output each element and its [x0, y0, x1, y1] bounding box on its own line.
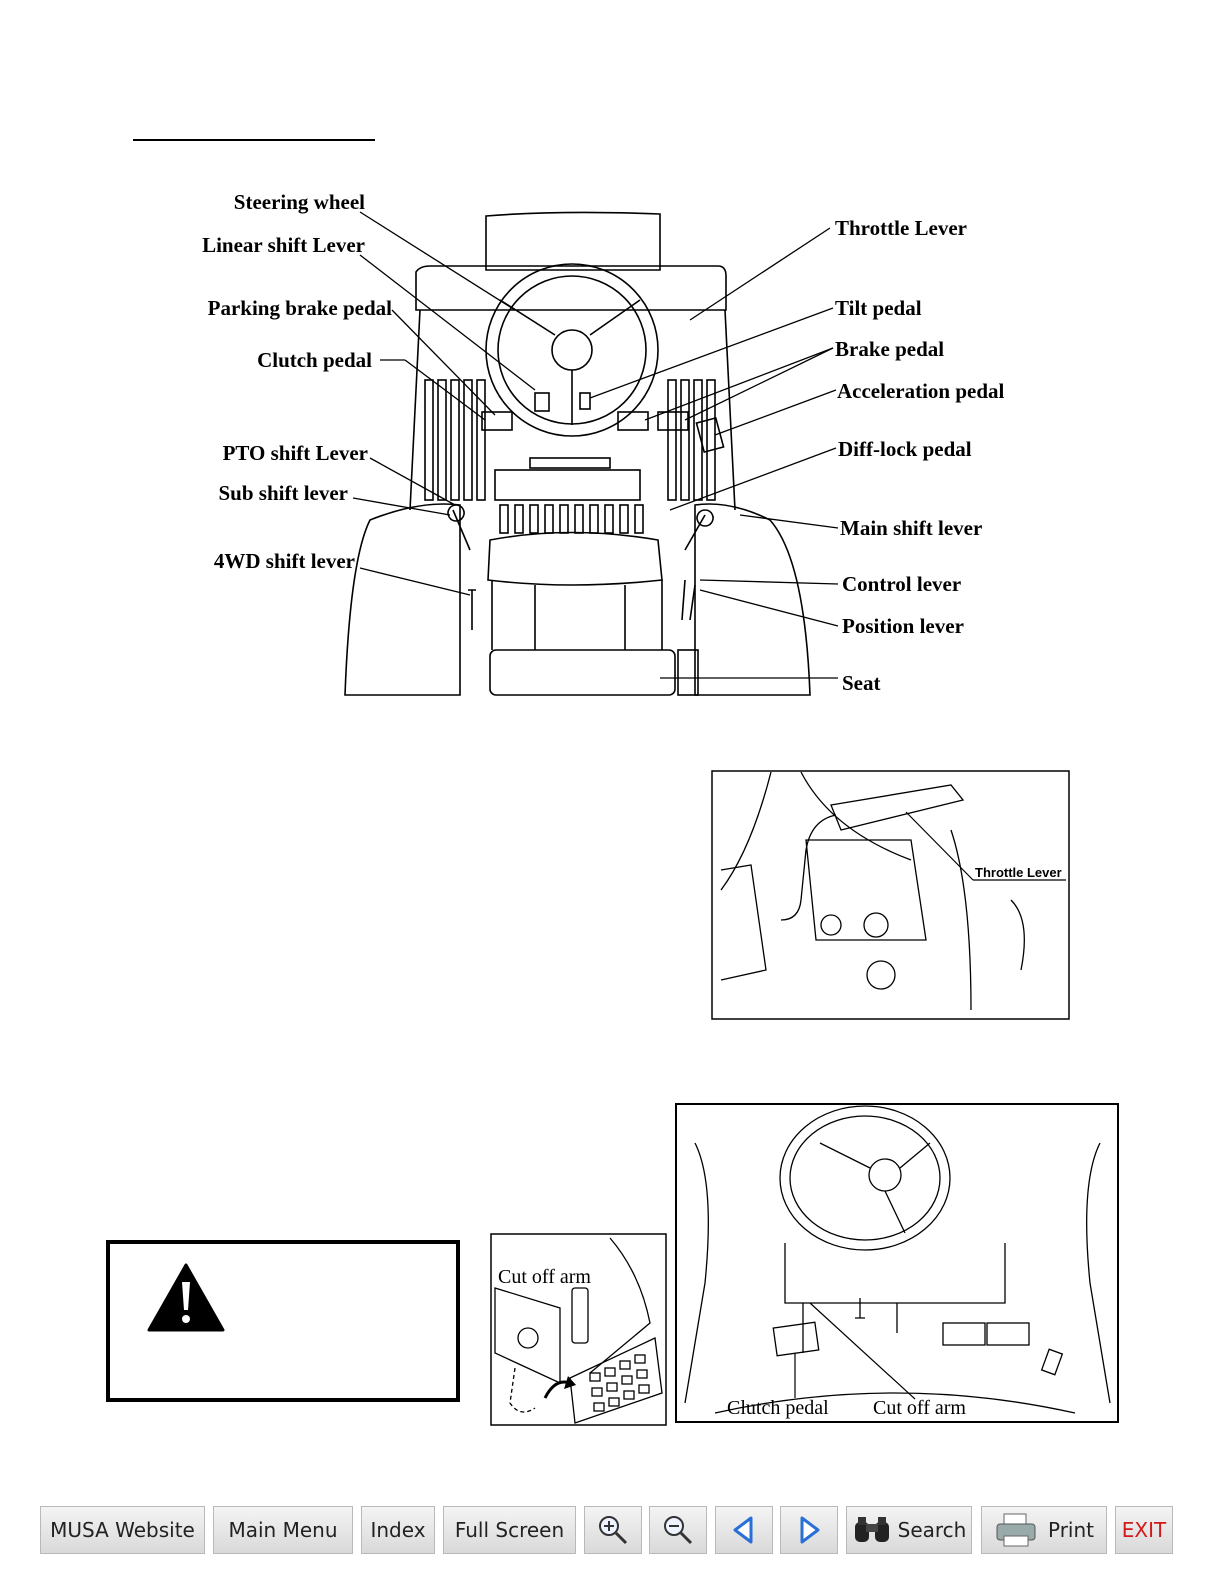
next-page-icon — [800, 1516, 820, 1544]
full-screen-button[interactable]: Full Screen — [443, 1506, 576, 1554]
right-fender — [694, 503, 811, 696]
zoom-out-icon — [664, 1516, 693, 1545]
label-4wd-shift-lever: 4WD shift lever — [214, 549, 355, 573]
seat-cushion — [489, 649, 676, 696]
warning-triangle-icon — [147, 1263, 225, 1332]
main-menu-button[interactable]: Main Menu — [213, 1506, 353, 1554]
warning-box — [106, 1240, 460, 1402]
dashboard-panel — [415, 265, 727, 311]
next-page-button[interactable] — [780, 1506, 838, 1554]
cutoff-detail-label: Cut off arm — [498, 1266, 591, 1288]
label-acceleration-pedal: Acceleration pedal — [837, 379, 1005, 403]
navigation-toolbar: MUSA Website Main Menu Index Full Screen… — [40, 1506, 1180, 1556]
throttle-lever-figure: Throttle Lever — [711, 770, 1070, 1020]
label-seat: Seat — [842, 671, 881, 695]
steering-wheel-top-shape — [779, 1105, 951, 1251]
previous-page-button[interactable] — [715, 1506, 773, 1554]
label-position-lever: Position lever — [842, 614, 964, 638]
label-throttle-lever: Throttle Lever — [835, 216, 967, 240]
label-pto-shift-lever: PTO shift Lever — [223, 441, 368, 465]
musa-website-button[interactable]: MUSA Website — [40, 1506, 205, 1554]
label-linear-shift-lever: Linear shift Lever — [202, 233, 365, 257]
left-fender — [344, 503, 461, 696]
search-button[interactable]: Search — [846, 1506, 972, 1554]
label-sub-shift-lever: Sub shift lever — [218, 481, 348, 505]
clutch-pedal-shape — [481, 411, 513, 431]
pedal-plate-shape — [569, 1337, 663, 1424]
label-steering-wheel: Steering wheel — [234, 190, 365, 214]
zoom-in-icon — [599, 1516, 628, 1545]
controls-diagram: Steering wheel Linear shift Lever Parkin… — [202, 190, 1005, 696]
zoom-in-button[interactable] — [584, 1506, 642, 1554]
label-brake-pedal: Brake pedal — [835, 337, 944, 361]
steering-wheel-shape — [485, 263, 659, 437]
printer-icon — [996, 1513, 1036, 1547]
print-button[interactable]: Print — [981, 1506, 1107, 1554]
cutoff-arm-detail: Cut off arm — [490, 1233, 667, 1426]
exit-button[interactable]: EXIT — [1115, 1506, 1173, 1554]
label-diff-lock-pedal: Diff-lock pedal — [838, 437, 972, 461]
binoculars-icon — [854, 1517, 889, 1542]
label-parking-brake-pedal: Parking brake pedal — [208, 296, 393, 320]
prev-page-icon — [733, 1516, 753, 1544]
section-title-rule — [133, 139, 375, 141]
pedal-figure-cutoff-label: Cut off arm — [873, 1397, 966, 1419]
index-button[interactable]: Index — [361, 1506, 435, 1554]
throttle-figure-label: Throttle Lever — [975, 865, 1062, 880]
label-clutch-pedal: Clutch pedal — [257, 348, 372, 372]
zoom-out-button[interactable] — [649, 1506, 707, 1554]
seat-back — [487, 531, 663, 586]
label-control-lever: Control lever — [842, 572, 961, 596]
throttle-grip-shape — [830, 784, 965, 831]
dashboard-hood — [485, 211, 661, 271]
clutch-cutoff-figure: Clutch pedal Cut off arm — [675, 1103, 1119, 1423]
pedal-figure-clutch-label: Clutch pedal — [727, 1397, 829, 1419]
label-tilt-pedal: Tilt pedal — [835, 296, 922, 320]
label-main-shift-lever: Main shift lever — [840, 516, 982, 540]
